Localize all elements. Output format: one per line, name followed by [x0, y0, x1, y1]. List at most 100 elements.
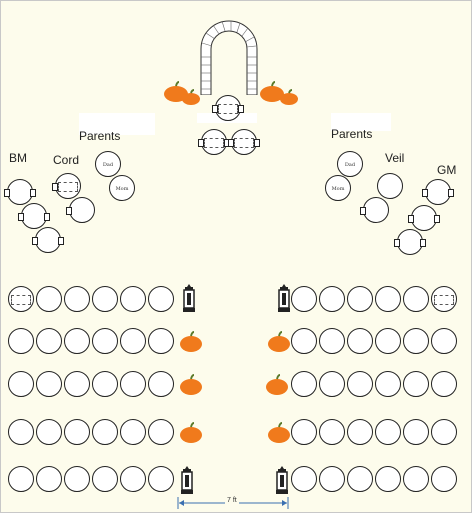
label-veil: Veil	[385, 151, 405, 165]
guest-seat	[8, 371, 34, 397]
lantern-icon	[278, 284, 290, 312]
seat-tag-dad: Dad	[344, 162, 356, 168]
guest-seat	[431, 419, 457, 445]
guest-seat	[120, 286, 146, 312]
lantern-icon	[181, 466, 193, 494]
guest-seat	[319, 328, 345, 354]
guest-seat	[64, 286, 90, 312]
seat	[377, 173, 403, 199]
seat-mom-left: Mom	[109, 175, 135, 201]
guest-seat	[375, 328, 401, 354]
guest-seat	[403, 466, 429, 492]
guest-seat	[291, 419, 317, 445]
seat-mom-right: Mom	[325, 175, 351, 201]
guest-seat	[291, 371, 317, 397]
seat	[18, 203, 50, 229]
seat	[212, 95, 244, 121]
guest-seat	[347, 328, 373, 354]
guest-seat	[291, 466, 317, 492]
lantern-icon	[183, 284, 195, 312]
guest-seat	[92, 328, 118, 354]
guest-seat	[319, 466, 345, 492]
pumpkin-icon	[260, 81, 284, 102]
guest-seat	[319, 371, 345, 397]
guest-seat	[319, 286, 345, 312]
label-gm: GM	[437, 163, 457, 177]
guest-seat	[120, 328, 146, 354]
guest-seat	[148, 419, 174, 445]
seat	[32, 227, 64, 253]
guest-seat	[36, 466, 62, 492]
guest-seat	[291, 286, 317, 312]
guest-seat	[8, 286, 34, 312]
guest-seat	[120, 419, 146, 445]
lantern-icon	[276, 466, 288, 494]
label-backdrop	[79, 113, 155, 135]
guest-seat	[347, 371, 373, 397]
pumpkin-icon	[180, 374, 202, 395]
guest-seat	[36, 419, 62, 445]
pumpkin-icon	[180, 331, 202, 352]
pumpkin-icon	[280, 89, 298, 105]
seat	[394, 229, 426, 255]
guest-seat	[347, 286, 373, 312]
guest-seat	[375, 286, 401, 312]
dimension-label: 7 ft	[225, 497, 239, 504]
guest-seat	[347, 466, 373, 492]
guest-seat	[148, 286, 174, 312]
guest-seat	[64, 328, 90, 354]
guest-seat	[347, 419, 373, 445]
seat	[66, 197, 95, 223]
guest-seat	[64, 419, 90, 445]
pumpkin-icon	[266, 374, 288, 395]
seat-tag-mom: Mom	[115, 186, 129, 192]
seat	[52, 173, 81, 199]
guest-seat	[36, 371, 62, 397]
guest-seat	[8, 328, 34, 354]
guest-seat	[36, 328, 62, 354]
pumpkin-icon	[164, 81, 188, 102]
guest-seat	[403, 328, 429, 354]
guest-seat	[431, 371, 457, 397]
guest-seat	[375, 466, 401, 492]
seat	[408, 205, 440, 231]
guest-seat	[92, 286, 118, 312]
guest-seat	[319, 419, 345, 445]
label-parents-left: Parents	[79, 129, 121, 143]
seat	[360, 197, 389, 223]
guest-seat	[375, 371, 401, 397]
guest-seat	[375, 419, 401, 445]
guest-seat	[403, 286, 429, 312]
pumpkin-icon	[268, 331, 290, 352]
guest-seat	[291, 328, 317, 354]
guest-seat	[403, 419, 429, 445]
seat-tag-dad: Dad	[102, 162, 114, 168]
guest-seat	[148, 371, 174, 397]
guest-seat	[92, 371, 118, 397]
seat	[228, 129, 260, 155]
guest-seat	[403, 371, 429, 397]
seat	[198, 129, 230, 155]
guest-seat	[148, 466, 174, 492]
guest-seat	[64, 466, 90, 492]
label-parents-right: Parents	[331, 127, 373, 141]
label-backdrop	[331, 113, 391, 131]
guest-seat	[431, 466, 457, 492]
guest-seat	[120, 466, 146, 492]
seat	[4, 179, 36, 205]
guest-seat	[8, 466, 34, 492]
guest-seat	[431, 328, 457, 354]
seat-dad-left: Dad	[95, 151, 121, 177]
guest-seat	[36, 286, 62, 312]
label-bm: BM	[9, 151, 27, 165]
guest-seat	[92, 466, 118, 492]
seat-tag-mom: Mom	[331, 186, 345, 192]
arch-icon	[200, 20, 258, 95]
guest-seat	[92, 419, 118, 445]
seat	[422, 179, 454, 205]
label-cord: Cord	[53, 153, 80, 167]
guest-seat	[64, 371, 90, 397]
pumpkin-icon	[182, 89, 200, 105]
guest-seat	[431, 286, 457, 312]
